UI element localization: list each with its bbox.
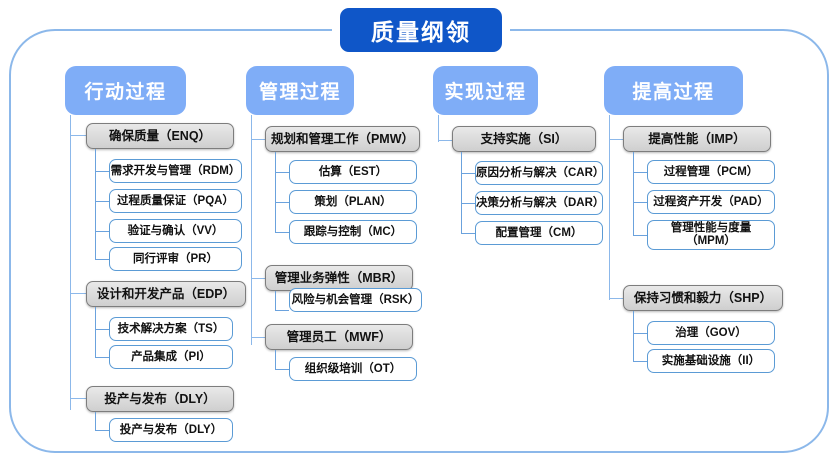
connector-h <box>251 139 265 141</box>
leaf-car[interactable]: 原因分析与解决（CAR） <box>475 161 604 185</box>
column-header-improvement-process[interactable]: 提高过程 <box>604 66 743 115</box>
leaf-ot[interactable]: 组织级培训（OT） <box>289 357 417 381</box>
connector-h <box>275 202 289 204</box>
connector-h <box>95 259 109 261</box>
connector-h <box>438 140 452 142</box>
group-4-2-spine <box>633 311 635 361</box>
leaf-pi[interactable]: 产品集成（PI） <box>109 345 233 369</box>
connector-h <box>275 310 289 312</box>
connector-h <box>275 232 289 234</box>
connector-h <box>95 329 109 331</box>
connector-h <box>633 172 647 174</box>
leaf-pad[interactable]: 过程资产开发（PAD） <box>647 190 775 214</box>
leaf-est[interactable]: 估算（EST） <box>289 160 417 184</box>
group-2-3-spine <box>275 350 277 369</box>
connector-h <box>95 171 109 173</box>
group-header-mwf[interactable]: 管理员工（MWF） <box>265 324 413 350</box>
connector-h <box>70 398 86 400</box>
leaf-rsk[interactable]: 风险与机会管理（RSK） <box>289 288 422 312</box>
leaf-pcm[interactable]: 过程管理（PCM） <box>647 160 775 184</box>
leaf-plan[interactable]: 策划（PLAN） <box>289 190 417 214</box>
group-2-1-spine <box>275 152 277 232</box>
connector-h <box>95 231 109 233</box>
leaf-dar[interactable]: 决策分析与解决（DAR） <box>475 191 604 215</box>
connector-h <box>275 369 289 371</box>
column-3-spine <box>438 115 440 142</box>
connector-h <box>633 333 647 335</box>
group-1-1-spine <box>95 149 97 259</box>
group-header-enq[interactable]: 确保质量（ENQ） <box>86 123 234 149</box>
connector-h <box>275 172 289 174</box>
connector-h <box>251 278 265 280</box>
connector-h <box>95 357 109 359</box>
diagram-title: 质量纲领 <box>340 8 502 52</box>
leaf-ts[interactable]: 技术解决方案（TS） <box>109 317 233 341</box>
connector-h <box>609 139 623 141</box>
group-header-pmw[interactable]: 规划和管理工作（PMW） <box>265 126 420 152</box>
leaf-vv[interactable]: 验证与确认（VV） <box>109 219 242 243</box>
leaf-mpm[interactable]: 管理性能与度量（MPM） <box>647 220 775 250</box>
column-2-spine <box>251 115 253 345</box>
connector-h <box>633 235 647 237</box>
connector-h <box>461 233 475 235</box>
group-1-2-spine <box>95 307 97 357</box>
group-header-imp[interactable]: 提高性能（IMP） <box>623 126 771 152</box>
leaf-rdm[interactable]: 需求开发与管理（RDM） <box>109 159 242 183</box>
leaf-dly[interactable]: 投产与发布（DLY） <box>109 418 233 442</box>
leaf-mc[interactable]: 跟踪与控制（MC） <box>289 220 417 244</box>
leaf-gov[interactable]: 治理（GOV） <box>647 321 775 345</box>
group-header-edp[interactable]: 设计和开发产品（EDP） <box>86 281 246 307</box>
group-header-mbr[interactable]: 管理业务弹性（MBR） <box>265 265 413 291</box>
group-header-si[interactable]: 支持实施（SI） <box>452 126 596 152</box>
column-1-spine <box>70 115 72 410</box>
connector-h <box>95 201 109 203</box>
group-2-2-spine <box>275 291 277 310</box>
column-header-realization-process[interactable]: 实现过程 <box>433 66 538 115</box>
leaf-cm[interactable]: 配置管理（CM） <box>475 221 603 245</box>
connector-h <box>251 337 265 339</box>
column-header-management-process[interactable]: 管理过程 <box>246 66 354 115</box>
group-header-shp[interactable]: 保持习惯和毅力（SHP） <box>623 285 783 311</box>
group-1-3-spine <box>95 412 97 430</box>
leaf-pqa[interactable]: 过程质量保证（PQA） <box>109 189 242 213</box>
connector-h <box>633 361 647 363</box>
leaf-pr[interactable]: 同行评审（PR） <box>109 247 242 271</box>
connector-h <box>70 293 86 295</box>
group-4-1-spine <box>633 152 635 235</box>
group-header-dly[interactable]: 投产与发布（DLY） <box>86 386 234 412</box>
group-3-1-spine <box>461 152 463 233</box>
column-4-spine <box>609 115 611 300</box>
connector-h <box>461 203 475 205</box>
column-header-action-process[interactable]: 行动过程 <box>65 66 186 115</box>
connector-h <box>633 202 647 204</box>
leaf-ii[interactable]: 实施基础设施（II） <box>647 349 775 373</box>
connector-h <box>70 135 86 137</box>
connector-h <box>461 173 475 175</box>
connector-h <box>95 430 109 432</box>
connector-h <box>609 298 623 300</box>
